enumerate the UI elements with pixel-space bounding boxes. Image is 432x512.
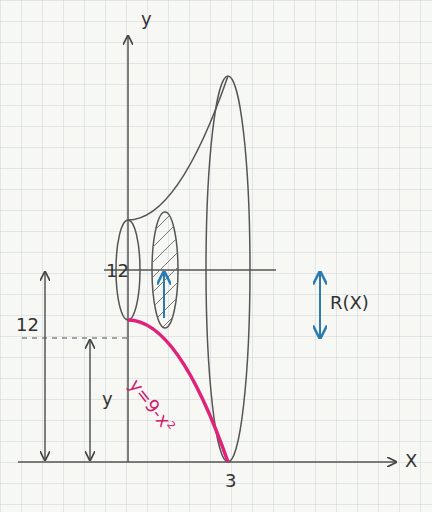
tick-label: 12 [106,262,129,280]
axis-label: y [141,10,152,28]
solid-upper-edge [128,76,228,220]
level-line [22,337,128,339]
y-axis [127,36,129,462]
tick-label: 3 [225,472,236,490]
dimension-label: y [102,390,113,408]
x-axis [18,461,396,463]
radius-label: R(X) [330,294,369,312]
outer-end-disk [206,76,250,462]
radius-arrow [163,272,165,318]
axis-label: X [405,452,417,470]
dimension-arrow [89,340,91,460]
dimension-arrow [44,272,46,460]
dimension-label: 12 [16,316,39,334]
radius-dimension [319,272,321,338]
